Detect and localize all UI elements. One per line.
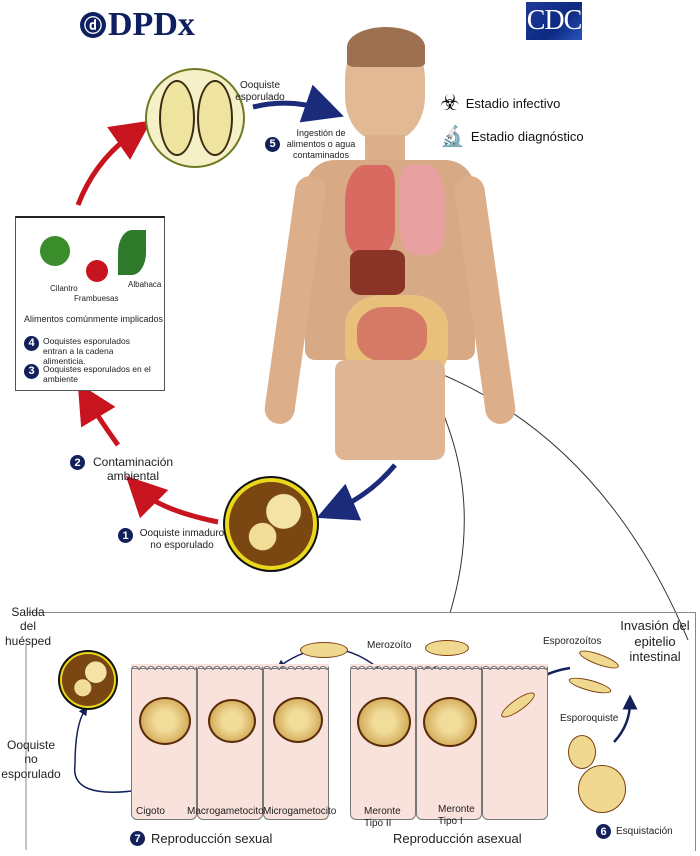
cilantro-image [40,236,70,266]
step-4: 4 Ooquistes esporulados entran a la cade… [24,336,154,367]
red-arrow-env-to-food [77,382,121,447]
step-4-label: Ooquistes esporulados entran a la cadena… [43,336,130,367]
legend-infective-label: Estadio infectivo [465,95,561,111]
label-meront-type-1: Meronte Tipo I [438,804,475,827]
step-7: 7 Reproducción sexual [130,831,272,847]
step-3-label: Ooquistes esporulados en el ambiente [43,364,151,385]
invasion-label: Invasión del epitelio intestinal [620,618,690,665]
exit-oocyst-image [60,652,116,708]
step-5: 5 Ingestión de alimentos o agua contamin… [265,128,356,160]
cell-meront-type-2 [350,664,416,820]
human-body-image [262,25,518,465]
unsporulated-label: Ooquiste no esporulado [1,738,61,781]
label-microgametocyte: Microgametocito [263,806,337,817]
sporozoites-label: Esporozoítos [543,636,602,647]
step-5-number: 5 [265,136,280,152]
label-macrogametocyte: Macrogametocito [187,806,264,817]
food-box: Cilantro Frambuesas Albahaca Alimentos c… [15,216,165,391]
raspberries-image [86,260,108,282]
step-7-number: 7 [130,831,145,847]
step-2: 2 Contaminación ambiental [70,455,173,484]
step-5-label: Ingestión de alimentos o agua contaminad… [286,128,356,160]
step-1-number: 1 [118,528,133,543]
cell-microgametocyte [263,664,329,820]
step-6: 6 Esquistación [596,824,673,839]
merozoite-label: Merozoíto [367,640,412,651]
red-arrow-oocyst-to-env [125,475,219,525]
merozoite-image [425,640,469,656]
food-cilantro: Cilantro [50,284,78,293]
merozoite-image [300,642,348,658]
dpdx-logo: ⓓ DPDx [80,6,195,44]
dpdx-logo-mark-icon: ⓓ [80,12,106,38]
cdc-logo: CDC [526,2,582,40]
step-4-number: 4 [24,336,39,351]
blue-arrow-ingestion [252,84,344,123]
sporulated-oocyst-image [145,68,245,168]
step-2-number: 2 [70,455,85,470]
exit-host-label: Salida del huésped [4,605,52,648]
food-basil: Albahaca [128,280,162,289]
excysted-oocyst-image [578,765,626,813]
arrow-excystation [613,694,638,743]
cell-macrogametocyte [197,664,263,820]
biohazard-icon: ☣ [440,90,460,115]
food-box-title: Alimentos comúnmente implicados [24,314,164,324]
microscope-icon: 🔬 [440,126,465,148]
label-zygote: Cigoto [136,806,165,817]
step-7-label: Reproducción sexual [151,831,273,846]
asexual-reproduction-label: Reproducción asexual [393,831,522,846]
intestine-panel [27,612,696,851]
red-arrow-food-to-oocyst [75,120,152,206]
zoom-line-2 [417,364,689,641]
dpdx-logo-text: DPDx [108,6,195,43]
blue-arrow-exit [316,463,397,521]
legend-diagnostic-label: Estadio diagnóstico [470,129,584,144]
cell-meront-type-1 [416,664,482,820]
step-2-label: Contaminación ambiental [93,455,174,484]
legend-diagnostic: 🔬 Estadio diagnóstico [440,124,584,149]
basil-image [118,230,146,275]
food-raspberries: Frambuesas [74,294,119,303]
legend-infective: ☣ Estadio infectivo [440,90,560,116]
cell-zygote [131,664,197,820]
step-3-number: 3 [24,364,39,379]
cell-sporozoite-entry [482,664,548,820]
sporocyst-image [568,735,596,769]
sexual-cells [131,664,329,820]
sporulated-oocyst-label: Ooquiste esporulado [235,80,285,103]
step-3: 3 Ooquistes esporulados en el ambiente [24,364,154,384]
arrow-zygote-to-oocyst [74,706,141,793]
step-6-label: Esquistación [616,825,673,837]
step-1-label: Ooquiste inmaduro no esporulado [139,528,225,551]
step-1: 1 Ooquiste inmaduro no esporulado [118,528,225,552]
asexual-cells [350,664,548,820]
label-meront-type-2: Meronte Tipo II [364,806,401,829]
sporocyst-label: Esporoquiste [560,713,619,724]
step-6-number: 6 [596,824,611,839]
unsporulated-oocyst-image [225,478,317,570]
